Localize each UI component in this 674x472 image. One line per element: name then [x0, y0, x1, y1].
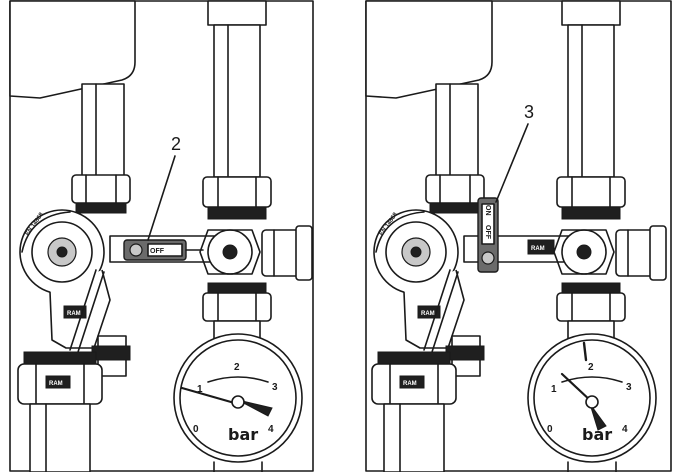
valve-lever-text-off: OFF: [484, 225, 491, 240]
nut-upper-left: [71, 174, 131, 204]
nut-lower-right: [202, 292, 272, 322]
nut-upper-right: [556, 176, 626, 208]
gauge-unit: bar: [582, 425, 612, 444]
nut-brand-text: RAM: [403, 381, 417, 387]
nut-lower-right: [556, 292, 626, 322]
thread-upper-right: [207, 206, 267, 220]
gauge-tick-0: 0: [547, 424, 553, 435]
gauge-tick-2: 2: [588, 362, 594, 373]
filter-brand-plate: [63, 305, 87, 319]
thread-lower-left: [23, 351, 97, 365]
filter-brand-text: RAM: [67, 311, 81, 317]
pipe-upper-left: [81, 83, 125, 177]
gauge-tick-1: 1: [197, 384, 203, 395]
boiler-casing: [9, 0, 136, 99]
filter-brand-text: RAM: [421, 311, 435, 317]
panel-left: EN 14868 299V2 RAM OFF: [9, 0, 314, 472]
nut-brand-text: RAM: [49, 381, 63, 387]
valve-lever-text-on: ON: [484, 205, 491, 216]
callout-leader: [147, 155, 176, 241]
gauge-tick-3: 3: [626, 382, 632, 393]
nut-upper-left: [425, 174, 485, 204]
tube-brand-plate: [527, 239, 555, 255]
pipe-lower-left: [383, 403, 445, 472]
pipe-lower-left: [29, 403, 91, 472]
gauge-tick-0: 0: [193, 424, 199, 435]
pipe-cap-right: [561, 0, 621, 26]
callout-label: 3: [524, 102, 534, 122]
gauge-needle: [560, 372, 594, 404]
gauge-red-mark: [582, 341, 588, 362]
tube-brand-text: RAM: [531, 246, 545, 252]
pipe-upper-right: [567, 24, 615, 178]
pipe-upper-left: [435, 83, 479, 177]
panel-right: EN 14868 299V2 RAM ON OFF RAM: [365, 0, 672, 472]
gauge-tick-4: 4: [268, 424, 274, 435]
valve-screw: [481, 251, 495, 265]
gauge-unit: bar: [228, 425, 258, 444]
gauge-needle: [180, 386, 240, 406]
pipe-cap-right: [207, 0, 267, 26]
valve-lever-text: OFF: [150, 248, 165, 255]
pipe-upper-right: [213, 24, 261, 178]
nut-upper-right: [202, 176, 272, 208]
callout-label: 2: [171, 134, 181, 154]
gauge-tick-2: 2: [234, 362, 240, 373]
thread-upper-left: [75, 202, 127, 214]
panel-frame: [9, 0, 314, 472]
callout-leader: [495, 123, 529, 203]
valve-screw: [129, 243, 143, 257]
gauge-tick-1: 1: [551, 384, 557, 395]
gauge-tick-4: 4: [622, 424, 628, 435]
panel-frame: [365, 0, 672, 472]
gauge-tick-3: 3: [272, 382, 278, 393]
boiler-casing: [365, 0, 493, 99]
